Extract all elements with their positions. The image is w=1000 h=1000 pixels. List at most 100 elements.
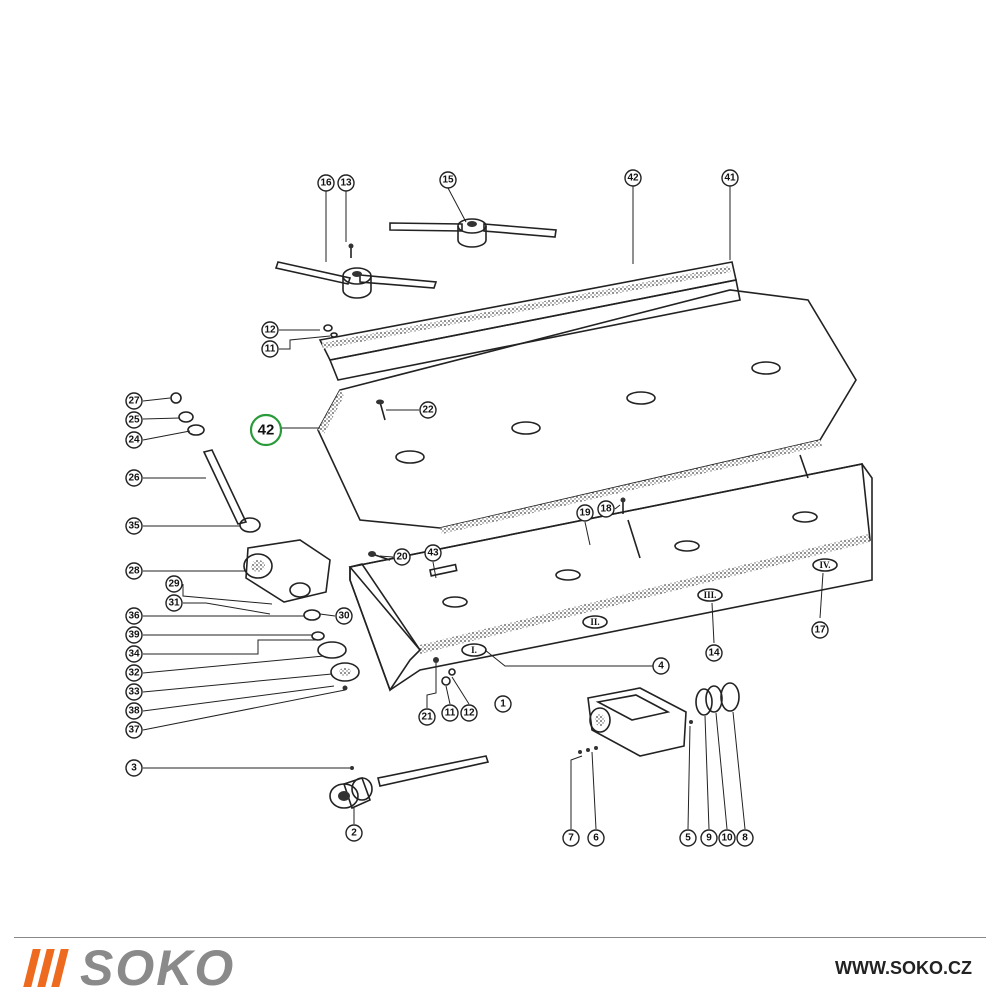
callout-20: 20: [393, 548, 411, 566]
svg-text:38: 38: [128, 706, 140, 717]
callout-21: 21: [418, 708, 436, 726]
callout-36: 36: [125, 607, 143, 625]
callout-38: 38: [125, 702, 143, 720]
cover-plate-part-42: [317, 289, 857, 534]
section-label-2: II.: [590, 617, 599, 627]
gear-part-35: [239, 517, 261, 533]
svg-text:15: 15: [442, 175, 454, 186]
svg-text:20: 20: [396, 552, 408, 563]
website-link[interactable]: WWW.SOKO.CZ: [835, 958, 972, 978]
bearing-block: [587, 687, 687, 757]
svg-text:39: 39: [128, 630, 140, 641]
svg-text:10: 10: [721, 833, 733, 844]
svg-text:42: 42: [627, 173, 639, 184]
svg-text:13: 13: [340, 178, 352, 189]
svg-text:37: 37: [128, 725, 140, 736]
section-label-4: IV.: [819, 560, 830, 570]
leader-lines: [142, 186, 824, 830]
soko-logo[interactable]: SOKO: [23, 940, 236, 996]
svg-text:4: 4: [658, 661, 664, 672]
svg-text:12: 12: [463, 708, 475, 719]
washers-part-11-12: [323, 324, 338, 338]
callout-12-bottom: 12: [460, 704, 478, 722]
svg-text:26: 26: [128, 473, 140, 484]
svg-text:28: 28: [128, 566, 140, 577]
callout-19: 19: [576, 504, 594, 522]
section-label-3: III.: [704, 590, 717, 600]
svg-text:14: 14: [708, 648, 720, 659]
callout-43: 43: [424, 544, 442, 562]
shaft-part-26: [202, 449, 248, 525]
svg-text:8: 8: [742, 833, 748, 844]
callout-8: 8: [736, 829, 754, 847]
callout-6: 6: [587, 829, 605, 847]
svg-text:24: 24: [128, 435, 140, 446]
bolt-part-20: [368, 551, 391, 561]
svg-text:34: 34: [128, 649, 140, 660]
callout-24: 24: [125, 431, 143, 449]
callout-5: 5: [679, 829, 697, 847]
callout-39: 39: [125, 626, 143, 644]
svg-text:18: 18: [600, 504, 612, 515]
callout-9: 9: [700, 829, 718, 847]
callout-10: 10: [718, 829, 736, 847]
svg-text:42: 42: [258, 422, 275, 439]
guard-rail-part-40-41: [318, 261, 741, 381]
callout-40: 41: [721, 169, 739, 187]
drive-shaft: [377, 755, 490, 787]
svg-text:32: 32: [128, 668, 140, 679]
bolt-part-22: [376, 399, 386, 421]
callout-41: 42: [624, 169, 642, 187]
callout-4: 4: [652, 657, 670, 675]
fittings-21-11-12: [433, 657, 456, 686]
rotor-part-16: [274, 261, 438, 299]
svg-text:2: 2: [351, 828, 357, 839]
callout-13: 13: [337, 174, 355, 192]
callout-12-top: 12: [261, 321, 279, 339]
svg-text:9: 9: [706, 833, 712, 844]
callout-2: 2: [345, 824, 363, 842]
rings-part-8-10: [695, 682, 740, 716]
callout-29: 29: [165, 575, 183, 593]
bolt-part-13: [348, 243, 354, 258]
callout-11-top: 11: [261, 340, 279, 358]
callout-37: 37: [125, 721, 143, 739]
hub-part-2: [329, 766, 373, 810]
svg-text:27: 27: [128, 396, 140, 407]
callout-42: 42: [249, 413, 283, 447]
callout-18: 18: [597, 500, 615, 518]
svg-text:33: 33: [128, 687, 140, 698]
svg-text:35: 35: [128, 521, 140, 532]
svg-text:30: 30: [338, 611, 350, 622]
callout-35: 35: [125, 517, 143, 535]
svg-text:31: 31: [168, 598, 180, 609]
callout-3: 3: [125, 759, 143, 777]
cutter-bar-housing: I. II. III. IV.: [348, 454, 873, 692]
svg-text:6: 6: [593, 833, 599, 844]
svg-text:12: 12: [264, 325, 276, 336]
callout-16: 16: [317, 174, 335, 192]
callout-33: 33: [125, 683, 143, 701]
callout-15: 15: [439, 171, 457, 189]
callout-26: 26: [125, 469, 143, 487]
svg-text:16: 16: [320, 178, 332, 189]
svg-text:11: 11: [445, 708, 456, 719]
section-label-1: I.: [471, 645, 477, 655]
svg-text:22: 22: [422, 405, 434, 416]
svg-text:21: 21: [421, 712, 433, 723]
callout-31: 31: [165, 594, 183, 612]
pin-part-18: [620, 497, 626, 514]
small-parts-24-25-27: [170, 392, 205, 436]
svg-text:29: 29: [168, 579, 180, 590]
callout-27: 27: [125, 392, 143, 410]
callout-14: 14: [705, 644, 723, 662]
svg-text:7: 7: [568, 833, 574, 844]
logo-text: SOKO: [80, 940, 236, 996]
seal-parts: [303, 609, 360, 691]
svg-text:1: 1: [500, 699, 506, 710]
callout-22: 22: [419, 401, 437, 419]
callout-11-bottom: 11: [441, 704, 459, 722]
mounting-hole-pattern: [442, 511, 818, 608]
rotor-part-15: [389, 218, 557, 248]
svg-text:19: 19: [579, 508, 591, 519]
